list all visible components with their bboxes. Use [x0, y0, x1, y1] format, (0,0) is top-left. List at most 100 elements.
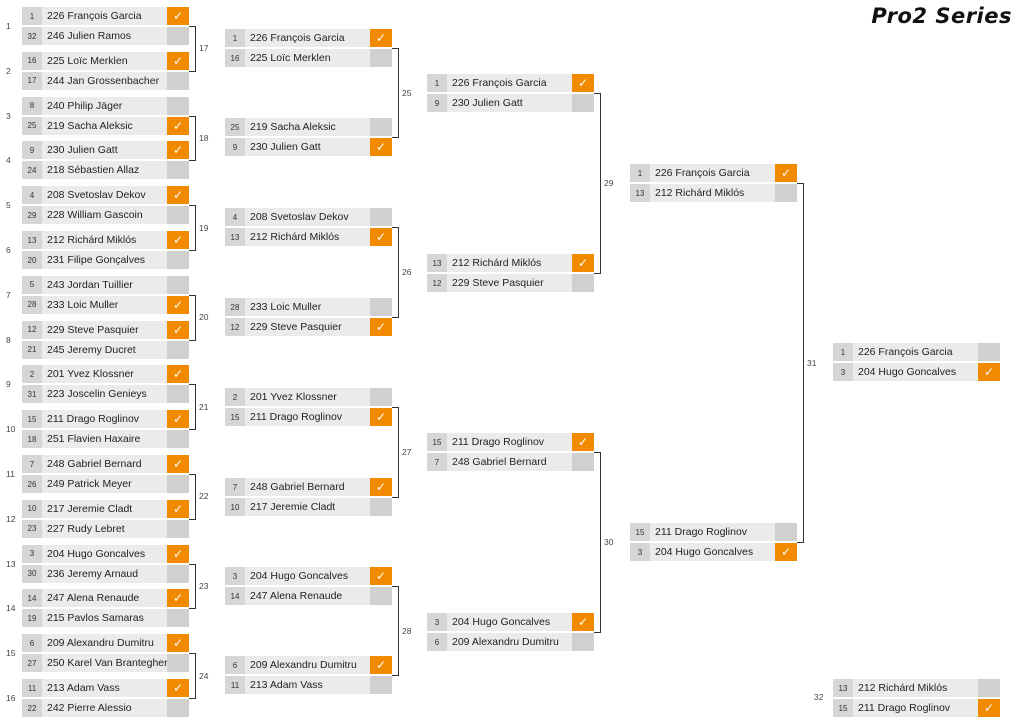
winner-check-icon[interactable]: ✓: [572, 433, 594, 451]
winner-check-icon[interactable]: [167, 699, 189, 717]
winner-check-icon[interactable]: [167, 161, 189, 180]
winner-check-icon[interactable]: ✓: [167, 186, 189, 205]
winner-check-icon[interactable]: ✓: [572, 254, 594, 272]
winner-check-icon[interactable]: ✓: [167, 7, 189, 25]
winner-check-icon[interactable]: ✓: [167, 544, 189, 563]
winner-check-icon[interactable]: ✓: [167, 295, 189, 314]
winner-check-icon[interactable]: [167, 340, 189, 359]
winner-check-icon[interactable]: [370, 587, 392, 605]
winner-check-icon[interactable]: ✓: [167, 231, 189, 249]
winner-check-icon[interactable]: [370, 298, 392, 316]
winner-check-icon[interactable]: [370, 118, 392, 136]
winner-check-icon[interactable]: ✓: [167, 634, 189, 653]
winner-check-icon[interactable]: ✓: [370, 228, 392, 246]
winner-check-icon[interactable]: ✓: [370, 408, 392, 426]
winner-check-icon[interactable]: [167, 251, 189, 269]
winner-check-icon[interactable]: ✓: [167, 365, 189, 384]
winner-check-icon[interactable]: ✓: [167, 499, 189, 518]
winner-check-icon[interactable]: [167, 71, 189, 90]
winner-check-icon[interactable]: [167, 96, 189, 115]
winner-check-icon[interactable]: [572, 94, 594, 112]
winner-check-icon[interactable]: ✓: [167, 116, 189, 135]
winner-check-icon[interactable]: [167, 385, 189, 404]
winner-check-icon[interactable]: [978, 343, 1000, 361]
winner-check-icon[interactable]: [167, 475, 189, 493]
winner-check-icon[interactable]: [167, 519, 189, 538]
winner-check-icon[interactable]: [167, 564, 189, 583]
winner-check-icon[interactable]: [572, 274, 594, 292]
winner-check-icon[interactable]: [370, 49, 392, 67]
winner-check-icon[interactable]: [167, 206, 189, 225]
winner-check-icon[interactable]: ✓: [167, 51, 189, 70]
winner-check-icon[interactable]: [775, 523, 797, 541]
winner-check-icon[interactable]: ✓: [167, 141, 189, 160]
winner-check-icon[interactable]: ✓: [978, 363, 1000, 381]
winner-check-icon[interactable]: ✓: [167, 679, 189, 697]
winner-check-icon[interactable]: ✓: [167, 410, 189, 429]
winner-check-icon[interactable]: [572, 453, 594, 471]
winner-check-icon[interactable]: ✓: [370, 318, 392, 336]
winner-check-icon[interactable]: ✓: [775, 543, 797, 561]
winner-check-icon[interactable]: [775, 184, 797, 202]
winner-check-icon[interactable]: [167, 27, 189, 45]
winner-check-icon[interactable]: [167, 275, 189, 294]
winner-check-icon[interactable]: ✓: [572, 74, 594, 92]
winner-check-icon[interactable]: [167, 609, 189, 628]
winner-check-icon[interactable]: [978, 679, 1000, 697]
winner-check-icon[interactable]: [167, 430, 189, 449]
winner-check-icon[interactable]: ✓: [370, 478, 392, 496]
winner-check-icon[interactable]: ✓: [978, 699, 1000, 717]
winner-check-icon[interactable]: ✓: [370, 567, 392, 585]
winner-check-icon[interactable]: [572, 633, 594, 651]
winner-check-icon[interactable]: [370, 676, 392, 694]
